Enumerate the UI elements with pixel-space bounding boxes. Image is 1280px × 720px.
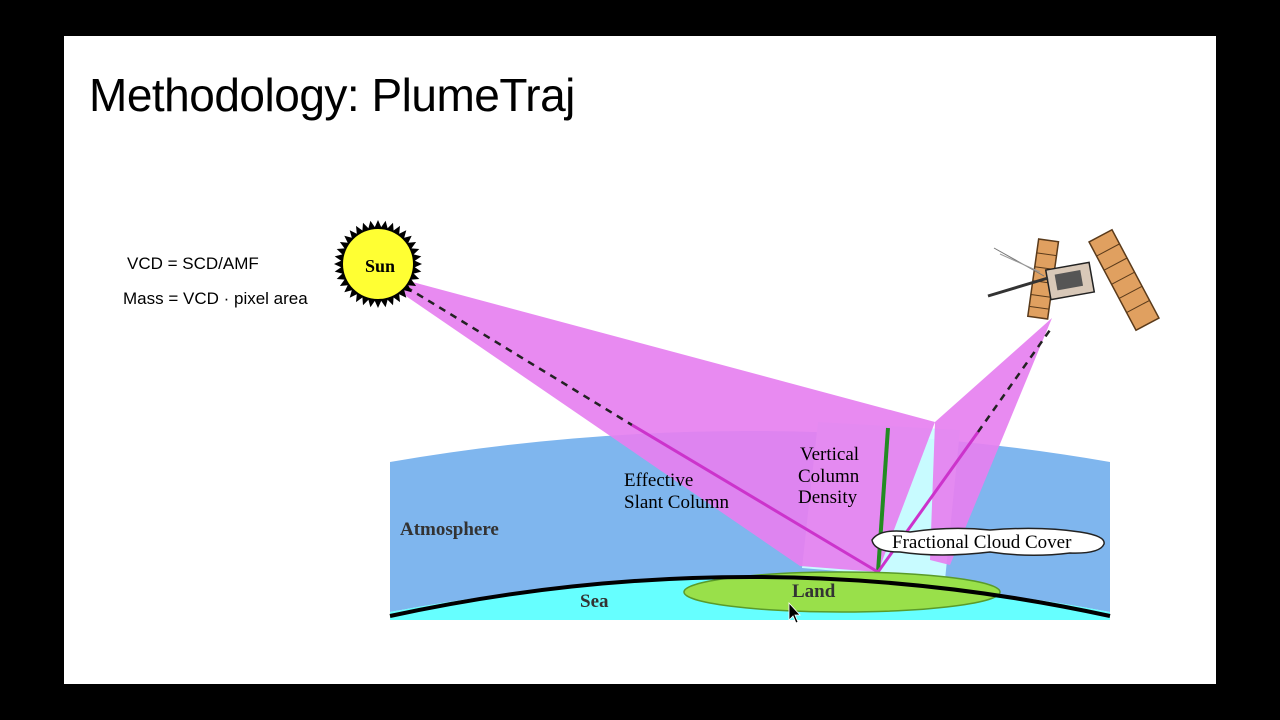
atmosphere-label: Atmosphere (400, 519, 499, 540)
vcd-label-line2: Column (798, 466, 860, 487)
slant-path-solid (631, 423, 879, 574)
satellite-icon (987, 228, 1160, 332)
sun-light-cone (400, 280, 935, 572)
slant-path-dashed (405, 285, 633, 427)
vcd-label-line1: Vertical (800, 444, 859, 465)
land-area (683, 571, 1001, 613)
title-sub: PlumeTraj (371, 69, 575, 121)
vcd-label-line3: Density (798, 487, 858, 508)
cloud-label: Fractional Cloud Cover (892, 532, 1072, 553)
satellite-view-cone (930, 318, 1052, 565)
slide-title: Methodology: PlumeTraj (89, 68, 575, 122)
sea-label: Sea (580, 591, 609, 612)
land-label: Land (792, 581, 836, 602)
effective-label-line2: Slant Column (624, 492, 730, 513)
title-main: Methodology (89, 69, 347, 121)
title-separator: : (346, 69, 372, 121)
mouse-cursor-icon (788, 601, 801, 624)
sun-icon (334, 220, 422, 308)
cloud-icon (871, 527, 1105, 557)
formula-mass: Mass = VCD · pixel area (123, 289, 308, 308)
formula-vcd: VCD = SCD/AMF (127, 254, 259, 273)
effective-label-line1: Effective (624, 470, 693, 491)
reflected-path-dashed (976, 329, 1052, 433)
sun-disk (343, 229, 413, 299)
sun-label: Sun (365, 256, 395, 276)
earth-surface-line (389, 575, 1111, 618)
